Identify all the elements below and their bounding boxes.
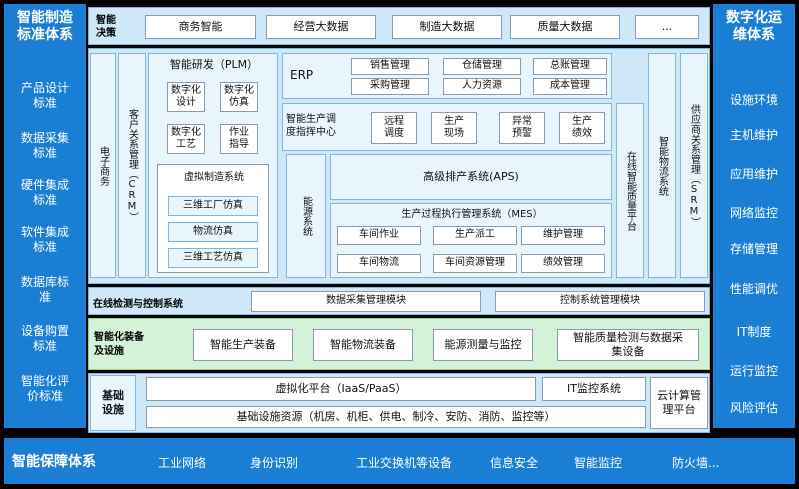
right-panel: 数字化运 维体系 设施环境 主机维护 应用维护 网络监控 存储管理 性能调优 I… — [713, 4, 795, 428]
erp-item-warehouse[interactable]: 仓储管理 — [443, 58, 521, 75]
erp-box: ERP 销售管理 仓储管理 总账管理 采购管理 人力资源 成本管理 — [282, 53, 612, 99]
online-detection-row: 在线检测与控制系统 数据采集管理模块 控制系统管理模块 — [88, 287, 710, 315]
right-item-7[interactable]: 运行监控 — [729, 364, 778, 378]
mes-item-maintenance[interactable]: 维护管理 — [521, 226, 605, 245]
virtual-title: 虚拟制造系统 — [184, 172, 244, 183]
online-detection-item-control[interactable]: 控制系统管理模块 — [495, 291, 705, 312]
srm-column[interactable]: 供应商关系管理（SRM） — [680, 53, 708, 278]
erp-item-cost[interactable]: 成本管理 — [533, 78, 607, 95]
equipment-row: 智能化装备 及设施 智能生产装备 智能物流装备 能源测量与监控 智能质量检测与数… — [88, 318, 710, 370]
ecommerce-column[interactable]: 电子商务 — [90, 53, 116, 278]
virtual-item-factory[interactable]: 三维工厂仿真 — [168, 196, 258, 216]
bottom-item-monitoring[interactable]: 智能监控 — [574, 456, 623, 470]
right-item-3[interactable]: 网络监控 — [729, 206, 778, 220]
left-item-0[interactable]: 产品设计 标准 — [20, 81, 69, 110]
left-item-2[interactable]: 硬件集成 标准 — [20, 178, 69, 207]
dispatch-item-remote[interactable]: 远程 调度 — [371, 112, 417, 144]
left-panel: 智能制造 标准体系 产品设计 标准 数据采集 标准 硬件集成 标准 软件集成 标… — [4, 4, 86, 428]
bottom-title: 智能保障体系 — [12, 454, 96, 470]
right-item-8[interactable]: 风险评估 — [729, 401, 778, 415]
infra-label: 基础 设施 — [90, 375, 136, 431]
logistics-system-column[interactable]: 智能物流系统 — [648, 53, 676, 278]
equipment-item-logistics[interactable]: 智能物流装备 — [313, 329, 413, 361]
right-panel-title: 数字化运 维体系 — [726, 10, 782, 43]
erp-item-purchase[interactable]: 采购管理 — [351, 78, 429, 95]
online-detection-label: 在线检测与控制系统 — [93, 299, 183, 310]
mes-box: 生产过程执行管理系统（MES） 车间作业 生产派工 维护管理 车间物流 车间资源… — [330, 203, 612, 278]
mes-title: 生产过程执行管理系统（MES） — [401, 209, 543, 220]
it-monitor-system[interactable]: IT监控系统 — [542, 377, 646, 401]
right-item-5[interactable]: 性能调优 — [729, 282, 778, 296]
plm-item-guidance[interactable]: 作业 指导 — [220, 124, 258, 154]
dispatch-item-site[interactable]: 生产 现场 — [431, 112, 477, 144]
mes-item-resources[interactable]: 车间资源管理 — [433, 254, 517, 273]
decision-item-2[interactable]: 制造大数据 — [392, 15, 502, 39]
virtual-item-logistics[interactable]: 物流仿真 — [168, 222, 258, 242]
bottom-item-switches[interactable]: 工业交换机等设备 — [356, 456, 453, 470]
bottom-item-identity[interactable]: 身份识别 — [250, 456, 299, 470]
plm-item-design[interactable]: 数字化 设计 — [167, 82, 205, 112]
dispatch-label: 智能生产调 度指挥中心 — [286, 114, 336, 138]
decision-item-3[interactable]: 质量大数据 — [510, 15, 620, 39]
right-item-6[interactable]: IT制度 — [736, 325, 772, 339]
equipment-item-production[interactable]: 智能生产装备 — [193, 329, 293, 361]
equipment-label: 智能化装备 及设施 — [94, 332, 144, 357]
online-detection-item-data[interactable]: 数据采集管理模块 — [251, 291, 481, 312]
quality-platform-column[interactable]: 在线智能质量平台 — [616, 103, 644, 278]
decision-label: 智能 决策 — [96, 15, 116, 39]
plm-box: 智能研发（PLM） 数字化 设计 数字化 仿真 数字化 工艺 作业 指导 虚拟制… — [148, 53, 278, 278]
mes-item-dispatch[interactable]: 生产派工 — [433, 226, 517, 245]
mes-item-kpi[interactable]: 绩效管理 — [521, 254, 605, 273]
equipment-item-energy[interactable]: 能源测量与监控 — [433, 329, 533, 361]
mes-item-logistics[interactable]: 车间物流 — [337, 254, 421, 273]
left-item-5[interactable]: 设备购置 标准 — [20, 324, 69, 353]
bottom-item-security[interactable]: 信息安全 — [490, 456, 539, 470]
erp-item-hr[interactable]: 人力资源 — [443, 78, 521, 95]
plm-item-simulation[interactable]: 数字化 仿真 — [220, 82, 258, 112]
right-item-0[interactable]: 设施环境 — [729, 93, 778, 107]
decision-item-0[interactable]: 商务智能 — [145, 15, 256, 39]
bottom-panel — [4, 438, 795, 484]
plm-title: 智能研发（PLM） — [169, 58, 259, 71]
right-item-4[interactable]: 存储管理 — [729, 242, 778, 256]
plm-item-process[interactable]: 数字化 工艺 — [167, 124, 205, 154]
left-item-1[interactable]: 数据采集 标准 — [20, 131, 69, 160]
dispatch-box: 智能生产调 度指挥中心 远程 调度 生产 现场 异常 预警 生产 绩效 — [282, 103, 612, 151]
dispatch-item-warning[interactable]: 异常 预警 — [499, 112, 545, 144]
energy-system-column[interactable]: 能源系统 — [286, 154, 326, 278]
erp-item-ledger[interactable]: 总账管理 — [533, 58, 607, 75]
cloud-management-platform[interactable]: 云计算管 理平台 — [650, 377, 708, 429]
virtual-box: 虚拟制造系统 三维工厂仿真 物流仿真 三维工艺仿真 — [157, 164, 269, 273]
left-item-6[interactable]: 智能化评 价标准 — [20, 374, 69, 403]
virtual-item-process[interactable]: 三维工艺仿真 — [168, 248, 258, 268]
left-item-3[interactable]: 软件集成 标准 — [20, 225, 69, 254]
left-item-4[interactable]: 数据库标 准 — [20, 275, 69, 304]
crm-column[interactable]: 客户关系管理（CRM） — [118, 53, 146, 278]
mes-item-workshop[interactable]: 车间作业 — [337, 226, 421, 245]
left-panel-title: 智能制造 标准体系 — [17, 10, 73, 43]
bottom-item-network[interactable]: 工业网络 — [158, 456, 207, 470]
virtualization-platform[interactable]: 虚拟化平台（IaaS/PaaS） — [146, 377, 536, 401]
decision-item-1[interactable]: 经营大数据 — [266, 15, 376, 39]
infra-resources[interactable]: 基础设施资源（机房、机柜、供电、制冷、安防、消防、监控等） — [146, 406, 646, 428]
right-item-2[interactable]: 应用维护 — [729, 167, 778, 181]
right-item-1[interactable]: 主机维护 — [729, 128, 778, 142]
decision-row: 智能 决策 商务智能 经营大数据 制造大数据 质量大数据 ... — [88, 7, 710, 45]
aps-box[interactable]: 高级排产系统(APS) — [330, 154, 612, 200]
erp-item-sales[interactable]: 销售管理 — [351, 58, 429, 75]
erp-label: ERP — [290, 68, 314, 82]
equipment-item-quality[interactable]: 智能质量检测与数据采 集设备 — [557, 329, 699, 361]
bottom-item-firewall[interactable]: 防火墙... — [672, 456, 720, 470]
decision-item-4[interactable]: ... — [635, 15, 699, 39]
dispatch-item-performance[interactable]: 生产 绩效 — [559, 112, 605, 144]
